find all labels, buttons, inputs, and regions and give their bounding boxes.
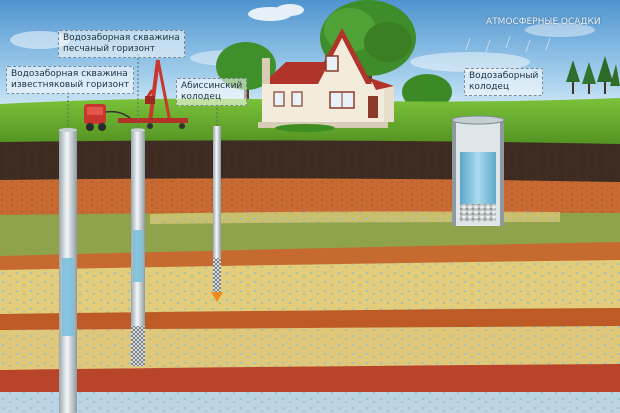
- limestone-well-label: Водозаборная скважина известняковый гори…: [6, 66, 135, 94]
- dug-well: [451, 115, 505, 226]
- rain-streaks: [465, 35, 551, 53]
- sand-borehole: [131, 54, 145, 366]
- background-trees: [216, 0, 620, 114]
- soil-layers: [0, 140, 620, 413]
- dug-well-label: Водозаборный колодец: [464, 68, 544, 96]
- precipitation-label: АТМОСФЕРНЫЕ ОСАДКИ: [486, 17, 601, 27]
- limestone-borehole: [59, 92, 77, 413]
- sand-well-label: Водозаборная скважина песчаный горизонт: [58, 30, 185, 58]
- house: [258, 28, 394, 132]
- drill-rig: [84, 59, 188, 131]
- abyssinian-well-label: Абиссинский колодец: [176, 78, 248, 106]
